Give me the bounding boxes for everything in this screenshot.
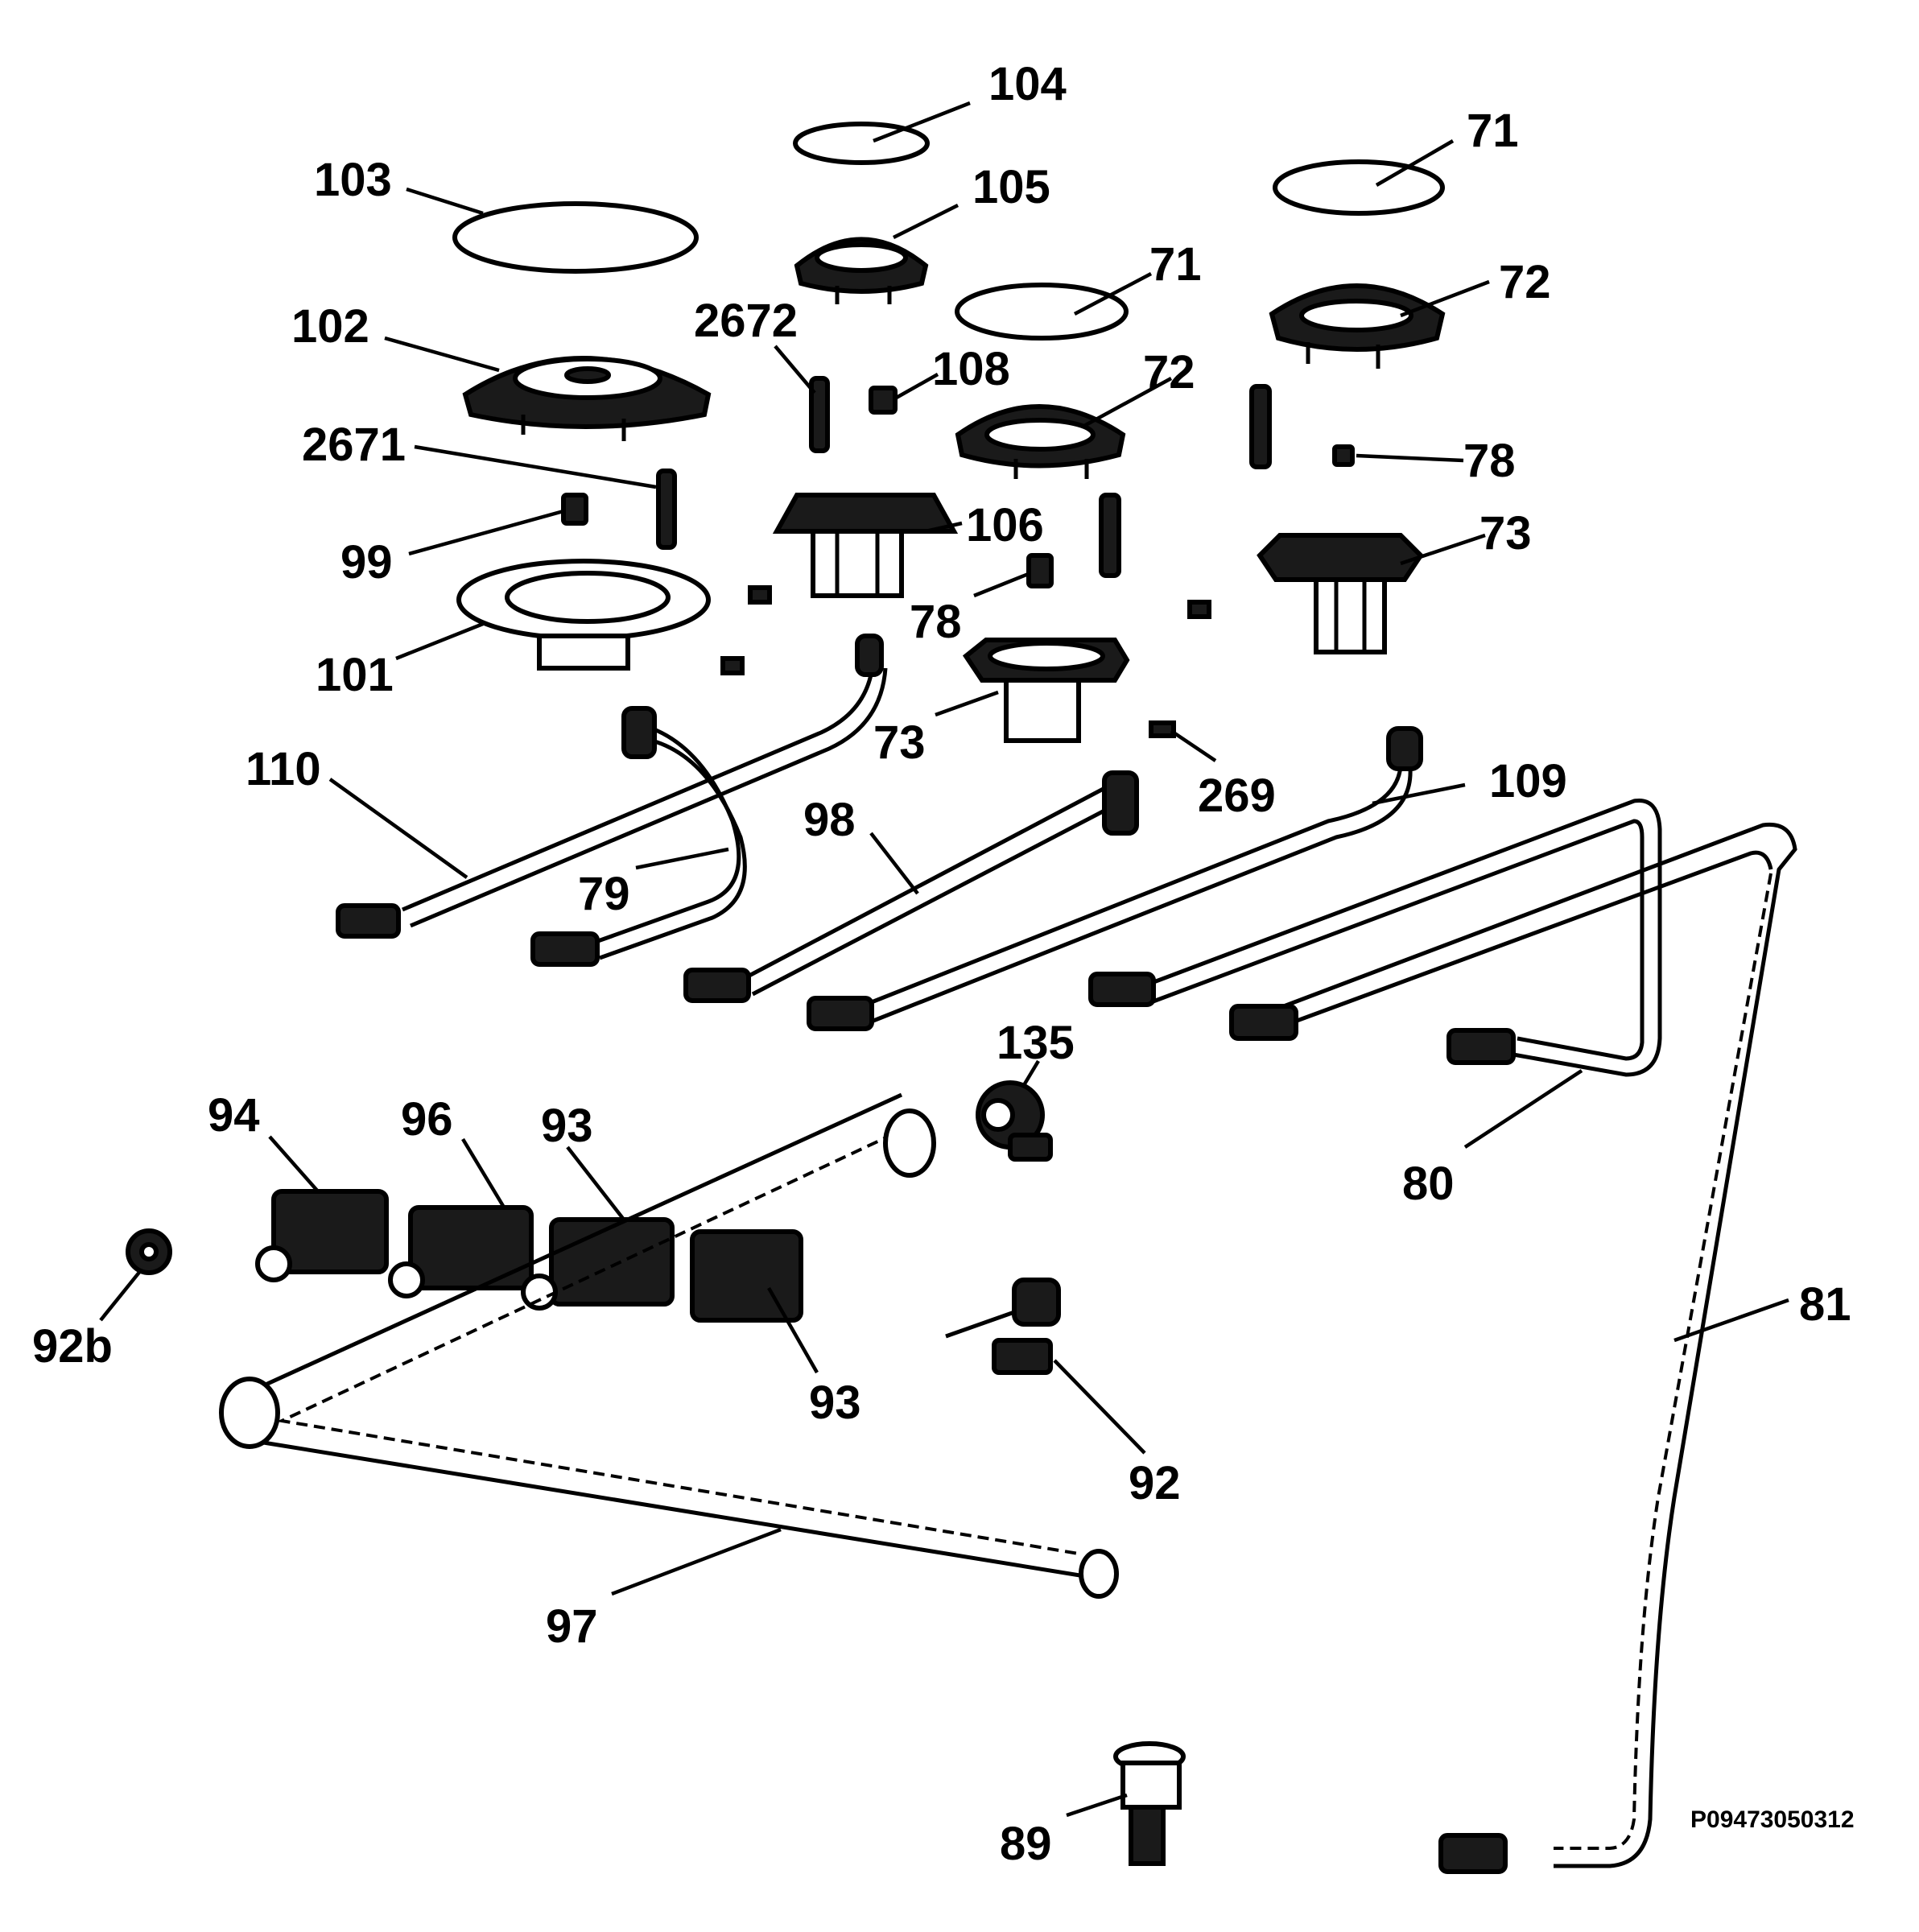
burner-cap-71-middle <box>955 283 1129 341</box>
callout-96: 96 <box>401 1093 453 1146</box>
burner-base-73-middle <box>962 638 1130 743</box>
callout-135: 135 <box>997 1017 1075 1069</box>
thermocouple-99 <box>561 493 588 526</box>
callout-73-right: 73 <box>1479 507 1532 559</box>
valve-93-right <box>690 1229 803 1323</box>
injector-a <box>748 585 772 605</box>
callout-101: 101 <box>316 649 394 701</box>
gas-pipe-110 <box>336 634 888 939</box>
callout-104: 104 <box>988 58 1067 110</box>
injector-b <box>1187 600 1211 619</box>
burner-head-72-middle <box>955 404 1126 479</box>
callout-71-middle: 71 <box>1149 238 1202 291</box>
burner-cap-71-right <box>1273 159 1445 216</box>
screw-269 <box>1149 720 1176 738</box>
igniter-2672 <box>809 376 830 453</box>
thermocouple-78-right <box>1332 444 1355 467</box>
callout-269: 269 <box>1198 770 1276 822</box>
callout-73-middle: 73 <box>873 716 926 769</box>
callout-110: 110 <box>246 743 321 795</box>
thermocouple-78-middle <box>1026 553 1054 588</box>
callout-99: 99 <box>340 536 393 588</box>
bolt-92b <box>126 1228 172 1275</box>
callout-92b: 92b <box>32 1320 113 1373</box>
gas-pipe-109 <box>807 726 1423 1031</box>
gas-pipe-80 <box>1088 798 1662 1077</box>
callout-2671: 2671 <box>302 419 406 471</box>
callout-72-middle: 72 <box>1143 346 1195 398</box>
callout-labels: 104 71 103 105 71 72 102 2672 108 72 267… <box>32 58 1851 1870</box>
callout-89: 89 <box>1000 1818 1052 1870</box>
callout-94: 94 <box>208 1089 260 1141</box>
igniter-right <box>1249 384 1272 469</box>
burner-base-101 <box>456 559 711 671</box>
burner-head-102 <box>462 356 712 441</box>
callout-103: 103 <box>314 154 392 206</box>
valve-96 <box>388 1205 534 1298</box>
burner-cap-103 <box>452 201 699 274</box>
gas-manifold-97 <box>219 1092 1119 1599</box>
callout-72-right: 72 <box>1499 256 1551 308</box>
igniter-middle <box>1099 493 1121 578</box>
burner-head-105 <box>794 237 929 304</box>
gas-pipe-98 <box>683 770 1139 1003</box>
callout-97: 97 <box>546 1600 598 1653</box>
gas-inlet-89 <box>1113 1741 1186 1866</box>
callout-78-right: 78 <box>1463 435 1516 487</box>
callout-80: 80 <box>1402 1158 1455 1210</box>
gas-pipe-81 <box>1229 822 1797 1874</box>
callout-93-top: 93 <box>541 1100 593 1152</box>
burner-head-72-right <box>1269 283 1446 369</box>
igniter-2671 <box>656 469 677 550</box>
leader-lines <box>99 101 1789 1818</box>
diagram-code: P09473050312 <box>1690 1806 1855 1833</box>
callout-102: 102 <box>291 300 369 353</box>
burner-base-106 <box>772 493 959 598</box>
valve-94 <box>255 1189 389 1282</box>
callout-106: 106 <box>966 499 1044 551</box>
callout-79: 79 <box>578 868 630 920</box>
callout-78-middle: 78 <box>910 596 962 648</box>
injector-c <box>720 656 745 675</box>
elbow-connector-135 <box>976 1080 1053 1162</box>
callout-81: 81 <box>1799 1278 1851 1331</box>
callout-105: 105 <box>972 161 1050 213</box>
burner-base-73-right <box>1257 533 1424 654</box>
callout-2672: 2672 <box>694 295 798 347</box>
gas-pipe-79 <box>530 706 747 967</box>
thermocouple-108 <box>869 386 898 415</box>
callout-92: 92 <box>1129 1457 1181 1509</box>
callout-108: 108 <box>932 343 1010 395</box>
connector-92 <box>945 1278 1061 1375</box>
callout-98: 98 <box>803 794 856 846</box>
callout-93-bottom: 93 <box>809 1377 861 1429</box>
callout-109: 109 <box>1489 755 1567 807</box>
burner-cap-104 <box>793 122 930 165</box>
callout-71-right: 71 <box>1467 105 1519 157</box>
